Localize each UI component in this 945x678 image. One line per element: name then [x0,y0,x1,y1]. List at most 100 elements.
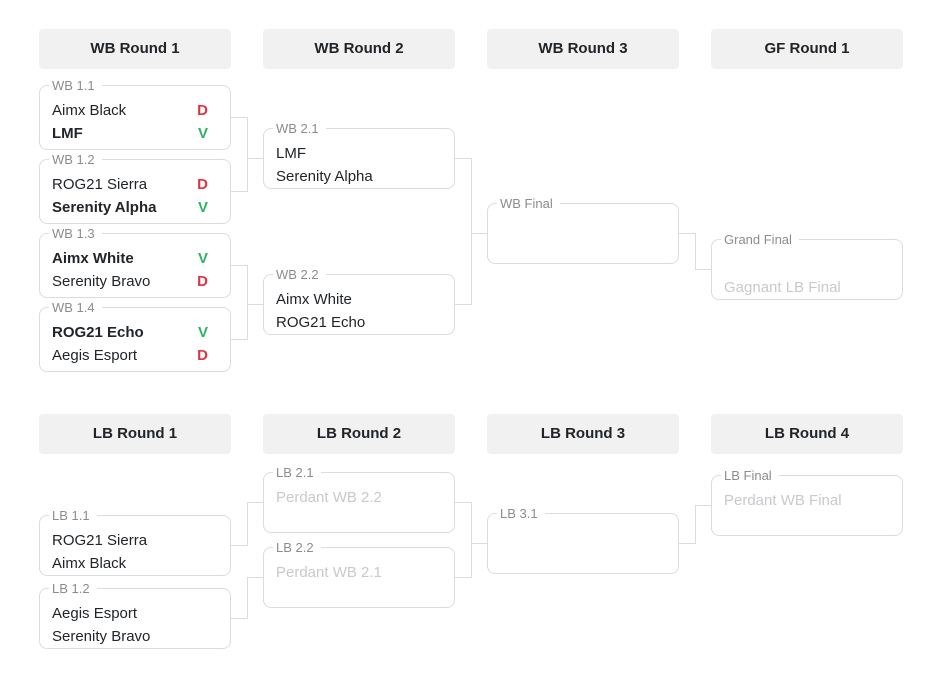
match-slot [264,509,454,532]
result-letter: V [197,324,208,341]
match-slots: Aimx White V Serenity Bravo D [40,234,230,293]
match-lb-3-1[interactable]: LB 3.1 [487,504,679,574]
match-slots: Perdant WB Final [712,476,902,535]
team-name-placeholder: Perdant WB Final [724,492,842,509]
match-wb-final[interactable]: WB Final [487,194,679,264]
match-slot: ROG21 Sierra [40,529,230,552]
team-name-placeholder: Gagnant LB Final [724,279,841,296]
match-slot [488,217,678,240]
match-wb-1-2[interactable]: WB 1.2 ROG21 Sierra D Serenity Alpha V [39,150,231,224]
team-name: Aimx White [52,250,134,267]
result-letter: D [197,102,208,119]
match-slots: LMF Serenity Alpha [264,129,454,188]
match-slot [264,584,454,607]
match-slots: Perdant WB 2.2 [264,473,454,532]
match-slots: ROG21 Echo V Aegis Esport D [40,308,230,367]
match-id: LB 1.1 [49,506,97,526]
match-id: WB Final [497,194,560,214]
column-header-lb-round-1: LB Round 1 [39,414,231,454]
team-name-placeholder: Perdant WB 2.1 [276,564,382,581]
match-slot: Aimx White [264,288,454,311]
match-wb-2-1[interactable]: WB 2.1 LMF Serenity Alpha [263,119,455,189]
team-name: ROG21 Echo [276,314,366,331]
match-wb-1-3[interactable]: WB 1.3 Aimx White V Serenity Bravo D [39,224,231,298]
column-header-lb-round-4: LB Round 4 [711,414,903,454]
team-name: Serenity Bravo [52,628,151,645]
result-letter: V [197,199,208,216]
connector-line [231,265,263,340]
match-lb-1-2[interactable]: LB 1.2 Aegis Esport Serenity Bravo [39,579,231,649]
match-slots: Perdant WB 2.1 [264,548,454,607]
match-slot: Serenity Alpha [264,165,454,188]
match-id: LB 2.1 [273,463,321,483]
match-id: WB 2.2 [273,265,326,285]
team-name: Aegis Esport [52,605,138,622]
match-slot: Perdant WB Final [712,489,902,512]
team-name: LMF [52,125,83,142]
column-header-gf-round-1: GF Round 1 [711,29,903,69]
match-slot: ROG21 Echo [264,311,454,334]
match-slot: LMF [264,142,454,165]
match-slots: Aimx White ROG21 Echo [264,275,454,334]
match-slots: Aimx Black D LMF V [40,86,230,145]
match-slot: Perdant WB 2.2 [264,486,454,509]
match-slot: Aegis Esport [40,602,230,625]
match-slot: Aegis Esport D [40,344,230,367]
connector-line [231,577,263,619]
team-name: ROG21 Sierra [52,176,148,193]
match-wb-1-1[interactable]: WB 1.1 Aimx Black D LMF V [39,76,231,150]
match-slot: Aimx Black [40,552,230,575]
match-slot: Serenity Bravo [40,625,230,648]
match-id: LB Final [721,466,779,486]
match-slot: Serenity Alpha V [40,196,230,219]
team-name: ROG21 Echo [52,324,144,341]
match-id: Grand Final [721,230,799,250]
connector-line [231,502,263,546]
match-id: WB 1.3 [49,224,102,244]
match-id: WB 1.4 [49,298,102,318]
match-slot: Aimx White V [40,247,230,270]
column-header-lb-round-3: LB Round 3 [487,414,679,454]
match-lb-1-1[interactable]: LB 1.1 ROG21 Sierra Aimx Black [39,506,231,576]
match-slot: ROG21 Echo V [40,321,230,344]
match-id: WB 1.1 [49,76,102,96]
result-letter: D [197,347,208,364]
match-lb-final[interactable]: LB Final Perdant WB Final [711,466,903,536]
match-slots: ROG21 Sierra D Serenity Alpha V [40,160,230,219]
team-name: Aimx Black [52,102,127,119]
match-slot [488,550,678,573]
connector-line [679,233,711,270]
match-grand-final[interactable]: Grand Final Gagnant LB Final [711,230,903,300]
connector-line [455,502,487,578]
result-letter: D [197,176,208,193]
team-name: Serenity Alpha [276,168,373,185]
match-wb-2-2[interactable]: WB 2.2 Aimx White ROG21 Echo [263,265,455,335]
match-id: LB 1.2 [49,579,97,599]
result-letter: V [197,125,208,142]
team-name: Aegis Esport [52,347,138,364]
column-header-lb-round-2: LB Round 2 [263,414,455,454]
match-id: LB 3.1 [497,504,545,524]
team-name: Aimx White [276,291,352,308]
match-wb-1-4[interactable]: WB 1.4 ROG21 Echo V Aegis Esport D [39,298,231,372]
match-slots: ROG21 Sierra Aimx Black [40,516,230,575]
team-name: ROG21 Sierra [52,532,148,549]
match-lb-2-1[interactable]: LB 2.1 Perdant WB 2.2 [263,463,455,533]
match-slot [488,527,678,550]
match-slots: Gagnant LB Final [712,240,902,299]
match-slots: Aegis Esport Serenity Bravo [40,589,230,648]
connector-line [679,505,711,544]
column-header-wb-round-2: WB Round 2 [263,29,455,69]
connector-line [231,117,263,192]
match-slot: Serenity Bravo D [40,270,230,293]
match-slot: Gagnant LB Final [712,276,902,299]
match-id: WB 2.1 [273,119,326,139]
team-name: LMF [276,145,306,162]
team-name-placeholder: Perdant WB 2.2 [276,489,382,506]
match-slot [712,253,902,276]
match-lb-2-2[interactable]: LB 2.2 Perdant WB 2.1 [263,538,455,608]
match-slot [712,512,902,535]
result-letter: D [197,273,208,290]
match-id: LB 2.2 [273,538,321,558]
